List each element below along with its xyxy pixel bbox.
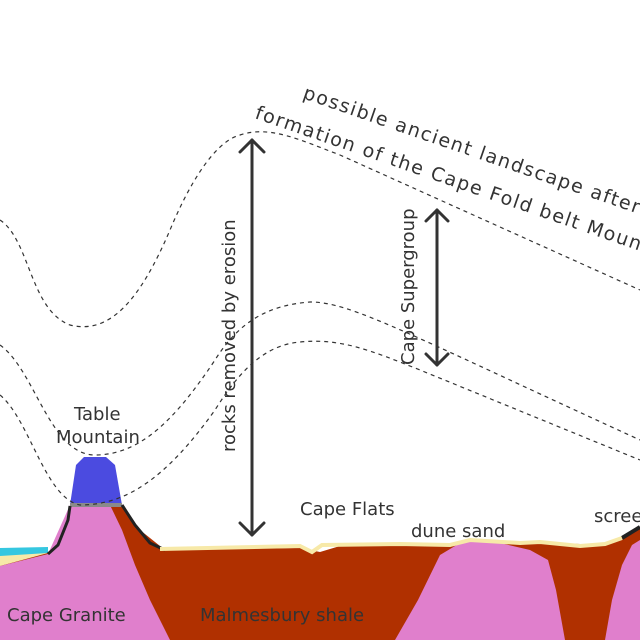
cape-flats-label: Cape Flats [300,499,395,520]
dune-sand-label: dune sand [411,521,505,542]
table-mountain-cap-base [70,503,122,507]
malmesbury-shale-label: Malmesbury shale [200,605,364,626]
scree-left-slope [120,504,166,552]
rocks-removed-label: rocks removed by erosion [219,219,240,452]
erosion-double-arrow [238,138,266,537]
ancient-landscape-upper [0,131,640,328]
supergroup-double-arrow [424,208,450,367]
table-mountain-label-line2: Mountain [56,427,140,448]
cape-granite-left [0,505,170,640]
cape-supergroup-label: Cape Supergroup [398,208,419,365]
scree-left-slope-2 [46,505,72,556]
cape-granite-right [605,540,640,640]
scree-right [620,525,640,540]
cape-granite-label: Cape Granite [7,605,126,626]
table-mountain-cap [70,457,122,505]
table-mountain-label-line1: Table [73,404,121,425]
cape-granite-dome [395,540,565,640]
sand-surface [159,536,623,555]
scree-label: scree [594,506,640,527]
cape-supergroup-top [0,301,640,456]
